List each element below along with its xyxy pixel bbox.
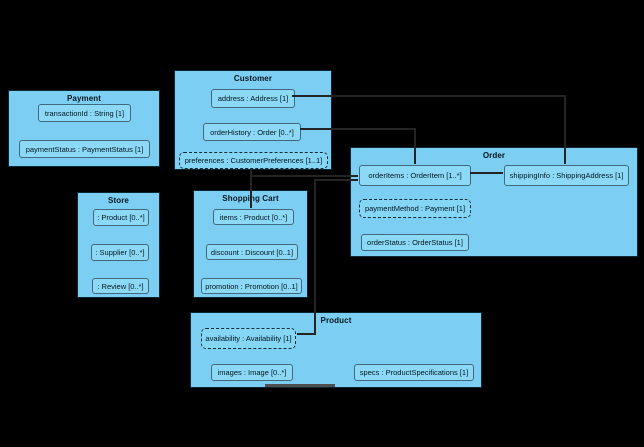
attribute-preferences[interactable]: preferences : CustomerPreferences [1..1] xyxy=(179,152,328,169)
class-box-store[interactable]: Store : Product [0..*] : Supplier [0..*]… xyxy=(77,192,160,298)
attribute-orderstatus[interactable]: orderStatus : OrderStatus [1] xyxy=(361,234,469,251)
attribute-orderhistory[interactable]: orderHistory : Order [0..*] xyxy=(203,123,301,141)
attribute-transactionid[interactable]: transactionId : String [1] xyxy=(38,104,131,122)
connector-address-shippinginfo-v[interactable] xyxy=(564,95,566,164)
attribute-store-review[interactable]: : Review [0..*] xyxy=(92,278,149,294)
class-title: Store xyxy=(108,196,129,205)
connector-items-orderitems-h[interactable] xyxy=(250,175,358,177)
attribute-paymentstatus[interactable]: paymentStatus : PaymentStatus [1] xyxy=(19,140,150,158)
class-title: Product xyxy=(320,316,352,325)
connector-customer-items-v[interactable] xyxy=(250,169,252,208)
class-title: Order xyxy=(482,151,506,160)
canvas-artifact-bar xyxy=(265,384,335,387)
attribute-shippinginfo[interactable]: shippingInfo : ShippingAddress [1] xyxy=(504,165,629,186)
connector-orderhistory-orderitems-v[interactable] xyxy=(414,128,416,164)
attribute-images[interactable]: images : Image [0..*] xyxy=(211,364,293,381)
attribute-items[interactable]: items : Product [0..*] xyxy=(213,209,294,225)
attribute-discount[interactable]: discount : Discount [0..1] xyxy=(206,244,298,260)
connector-address-shippinginfo-h[interactable] xyxy=(292,95,565,97)
connector-availability-orderitems-v[interactable] xyxy=(314,179,316,335)
connector-orderhistory-orderitems-h[interactable] xyxy=(300,128,416,130)
connector-availability-elbow-h[interactable] xyxy=(297,333,316,335)
class-title: Customer xyxy=(233,74,273,83)
attribute-specs[interactable]: specs : ProductSpecifications [1] xyxy=(354,364,474,381)
attribute-address[interactable]: address : Address [1] xyxy=(211,89,295,108)
class-box-order[interactable]: Order orderItems : OrderItem [1..*] ship… xyxy=(350,147,638,257)
class-box-payment[interactable]: Payment transactionId : String [1] payme… xyxy=(8,90,160,167)
connector-availability-orderitems-h[interactable] xyxy=(314,179,358,181)
class-box-customer[interactable]: Customer address : Address [1] orderHist… xyxy=(174,70,332,170)
class-title: Payment xyxy=(66,94,102,103)
attribute-store-supplier[interactable]: : Supplier [0..*] xyxy=(91,244,149,261)
class-box-product[interactable]: Product availability : Availability [1] … xyxy=(190,312,482,388)
attribute-promotion[interactable]: promotion : Promotion [0..1] xyxy=(201,278,302,294)
connector-orderitems-shippinginfo-h[interactable] xyxy=(470,172,503,174)
attribute-store-product[interactable]: : Product [0..*] xyxy=(93,209,149,226)
attribute-paymentmethod[interactable]: paymentMethod : Payment [1] xyxy=(359,199,471,218)
attribute-orderitems[interactable]: orderItems : OrderItem [1..*] xyxy=(359,165,471,186)
attribute-availability[interactable]: availability : Availability [1] xyxy=(201,328,296,349)
